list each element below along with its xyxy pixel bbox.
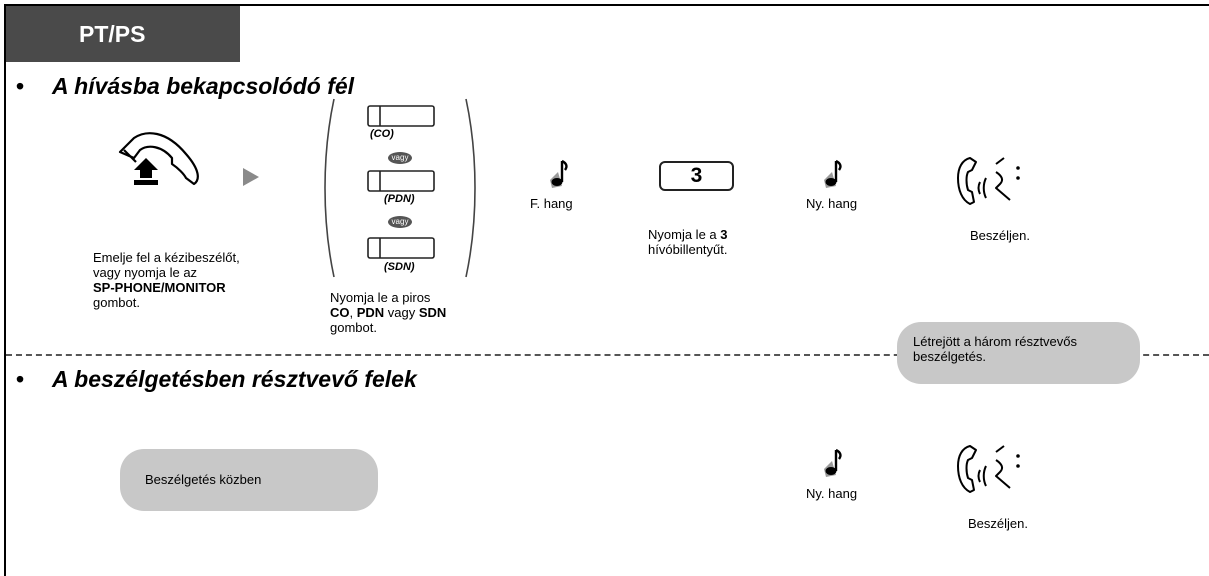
key-caption-line1: Nyomja le a 3 [648, 227, 728, 242]
frame-top-border [4, 4, 1209, 6]
music-note-icon [550, 159, 568, 188]
talking-person-icon [957, 157, 1020, 205]
section2-title-text: A beszélgetésben résztvevő felek [52, 366, 417, 392]
key-caption-line2: hívóbillentyűt. [648, 242, 728, 257]
pdn-button [367, 170, 435, 192]
buttons-caption-line1: Nyomja le a piros [330, 290, 431, 305]
dial-key-3-digit: 3 [690, 164, 703, 187]
section2-bullet: • [16, 366, 25, 392]
dial-key-3: 3 [659, 161, 734, 191]
result-note: Létrejött a három résztvevős beszélgetés… [897, 322, 1140, 384]
section1-title-text: A hívásba bekapcsolódó fél [52, 73, 355, 99]
buttons-caption-line3: gombot. [330, 320, 377, 335]
button-choice-bracket [324, 98, 476, 278]
frame-left-border [4, 4, 6, 576]
music-note-icon [824, 448, 842, 477]
talking-person-icon [957, 445, 1020, 493]
buttons-caption-line2: CO, PDN vagy SDN [330, 305, 446, 320]
buttons-caption-co: CO [330, 305, 350, 320]
play-arrow-icon [243, 168, 259, 186]
section2-title: • A beszélgetésben résztvevő felek [16, 366, 417, 393]
result-note-text: Létrejött a három résztvevős beszélgetés… [913, 334, 1078, 364]
talk-label-2: Beszéljen. [968, 516, 1028, 531]
state-note-text: Beszélgetés közben [145, 472, 262, 487]
state-note: Beszélgetés közben [120, 449, 378, 511]
buttons-caption-sep2: vagy [384, 305, 419, 320]
section-divider [6, 354, 1209, 356]
key-caption: Nyomja le a 3 hívóbillentyűt. [648, 227, 728, 257]
header-tab-label: PT/PS [79, 20, 146, 47]
handset-caption: Emelje fel a kézibeszélőt, vagy nyomja l… [93, 250, 240, 310]
header-tab: PT/PS [6, 6, 240, 62]
ny-tone-label: Ny. hang [806, 196, 858, 211]
vagy-badge-2: vagy [388, 216, 412, 228]
music-note-icon [824, 159, 842, 188]
ny-tone-label-2: Ny. hang [806, 486, 858, 501]
section1-title: • A hívásba bekapcsolódó fél [16, 73, 354, 100]
vagy-badge-1: vagy [388, 152, 412, 164]
buttons-caption-pdn: PDN [356, 305, 385, 320]
co-button [367, 105, 435, 127]
handset-caption-line1: Emelje fel a kézibeszélőt, [93, 250, 240, 265]
sdn-label: (SDN) [384, 261, 415, 273]
key-caption-bold: 3 [720, 227, 728, 242]
handset-caption-bold: SP-PHONE/MONITOR [93, 280, 226, 295]
buttons-caption: Nyomja le a piros CO, PDN vagy SDN gombo… [330, 290, 446, 335]
handset-caption-line2: vagy nyomja le az [93, 265, 198, 280]
buttons-caption-sdn: SDN [418, 305, 447, 320]
handset-offhook-icon [118, 132, 199, 186]
handset-caption-line4: gombot. [93, 295, 140, 310]
f-tone-label: F. hang [530, 196, 573, 211]
pdn-label: (PDN) [384, 193, 415, 205]
sdn-button [367, 237, 435, 259]
co-label: (CO) [370, 128, 394, 140]
talk-label: Beszéljen. [970, 228, 1030, 243]
key-caption-pre: Nyomja le a [648, 227, 721, 242]
section1-bullet: • [16, 73, 25, 99]
buttons-caption-sep1: , [349, 305, 357, 320]
